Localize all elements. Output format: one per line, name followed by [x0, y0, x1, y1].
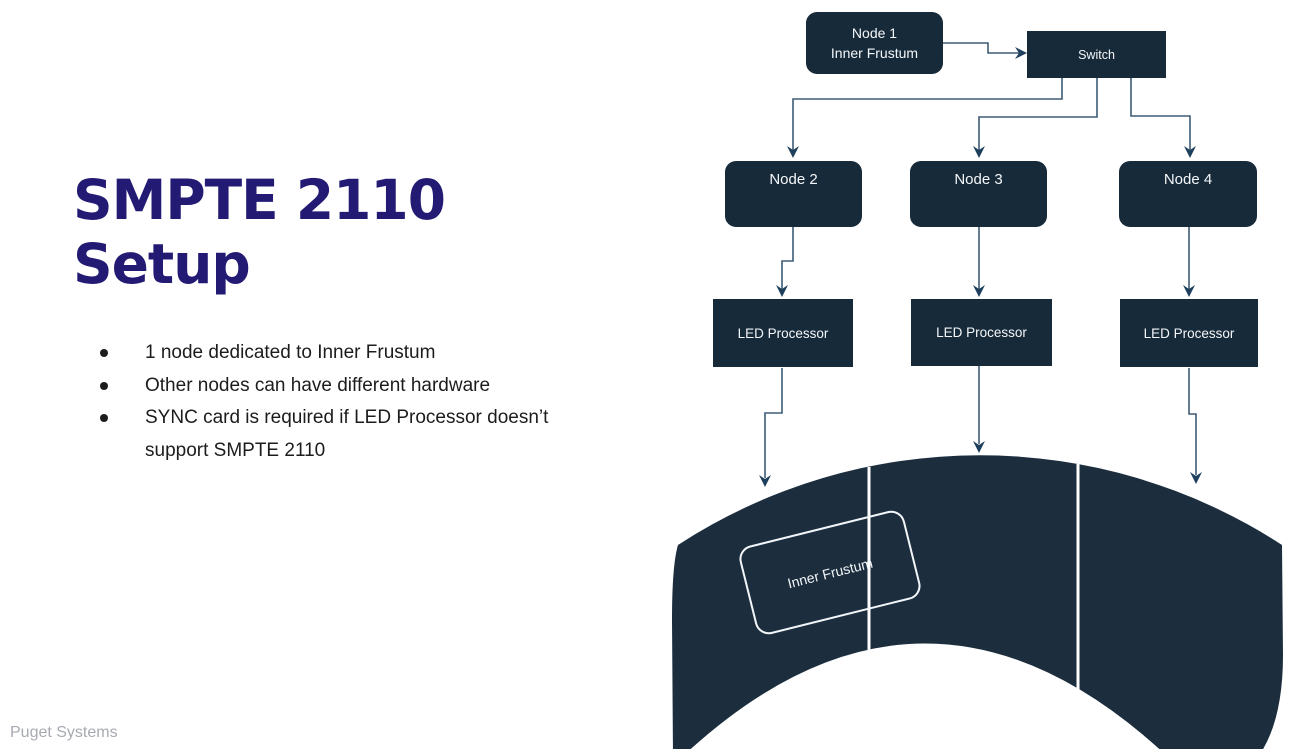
led1-label: LED Processor [737, 325, 829, 341]
connector-lines [764, 42, 1197, 478]
node1-line2: Inner Frustum [830, 45, 919, 61]
node1-line1: Node 1 [851, 25, 898, 41]
inner-frustum-label: Inner Frustum [785, 554, 875, 591]
connector-node2-led1 [781, 227, 794, 289]
diagram-box-led-processor-2: LED Processor [911, 299, 1052, 366]
page-title: SMPTE 2110 Setup [73, 168, 446, 296]
arrowhead-down-wall-left [759, 475, 771, 487]
arrowhead-down-led2 [973, 285, 985, 297]
connector-led3-wall [1188, 368, 1197, 475]
diagram-box-node3: Node 3 [910, 161, 1047, 227]
arrowhead-down-node2 [787, 146, 799, 158]
arrowhead-down-node4 [1184, 146, 1196, 158]
connector-led1-wall [764, 368, 783, 478]
node3-label: Node 3 [954, 171, 1003, 188]
bullet-list: 1 node dedicated to Inner Frustum Other … [98, 337, 598, 467]
node2-label: Node 2 [769, 171, 818, 188]
connector-switch-node4 [1130, 78, 1191, 150]
led2-label: LED Processor [936, 325, 1027, 340]
arrowheads [759, 47, 1202, 487]
connector-node1-switch [943, 42, 1019, 54]
bullet-item: Other nodes can have different hardware [98, 370, 598, 403]
connector-switch-node3 [978, 78, 1098, 150]
bullet-item: SYNC card is required if LED Processor d… [98, 402, 598, 467]
diagram-box-switch: Switch [1027, 31, 1166, 78]
switch-label: Switch [1078, 47, 1115, 62]
bullet-item: 1 node dedicated to Inner Frustum [98, 337, 598, 370]
diagram-box-node4: Node 4 [1119, 161, 1257, 227]
brand-footer: Puget Systems [10, 724, 118, 741]
led3-label: LED Processor [1143, 325, 1235, 341]
arrowhead-down-node3 [973, 146, 985, 158]
arrowhead-right-switch [1015, 47, 1027, 59]
arrowhead-down-wall-mid [973, 441, 985, 453]
arrowhead-down-led3 [1183, 285, 1195, 297]
node4-label: Node 4 [1163, 171, 1213, 188]
bullet-text: 1 node dedicated to Inner Frustum [145, 342, 436, 363]
diagram-box-led-processor-3: LED Processor [1120, 299, 1258, 367]
bullet-text: SYNC card is required if LED Processor d… [145, 407, 549, 461]
arrowhead-down-wall-right [1190, 472, 1202, 484]
connector-switch-node2 [792, 78, 1063, 150]
diagram-box-led-processor-1: LED Processor [713, 299, 853, 367]
diagram-box-node2: Node 2 [725, 161, 862, 227]
bullet-text: Other nodes can have different hardware [145, 374, 491, 396]
arrowhead-down-led1 [776, 285, 788, 297]
led-wall-shape [672, 455, 1283, 749]
diagram-box-node1: Node 1 Inner Frustum [806, 12, 943, 74]
